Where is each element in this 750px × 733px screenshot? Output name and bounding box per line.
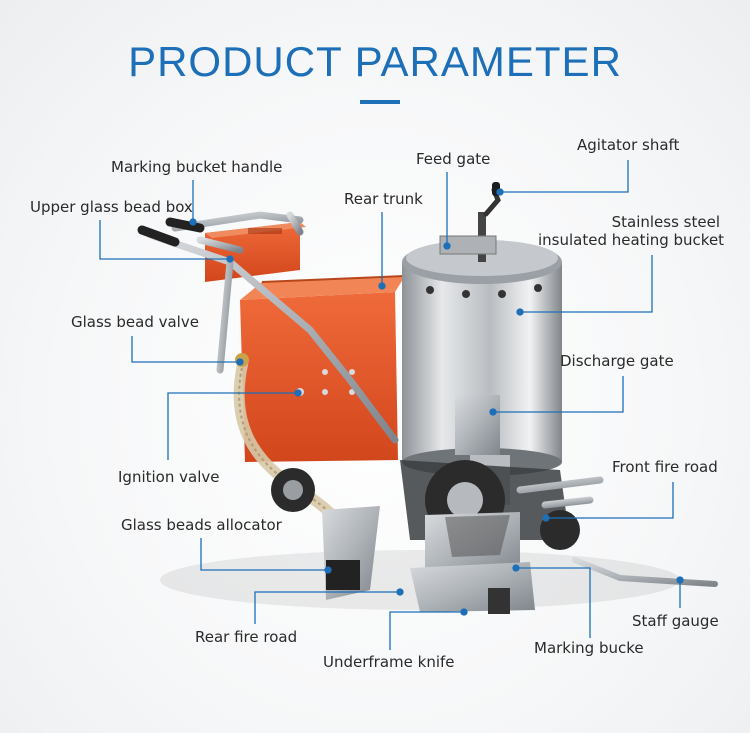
leader-agitator-shaft <box>502 160 629 193</box>
leader-lines <box>99 160 684 650</box>
leader-rear-fire-road <box>254 591 398 624</box>
label-feed-gate: Feed gate <box>416 150 491 168</box>
leader-heating-bucket <box>522 255 653 313</box>
glass-beads-allocator <box>322 506 380 600</box>
label-underframe-knife: Underframe knife <box>323 653 455 671</box>
label-heating-bucket-line1: Stainless steel <box>611 213 720 231</box>
upper-glass-bead-box <box>205 222 306 282</box>
label-heating-bucket-line2: insulated heating bucket <box>538 231 725 249</box>
handle-grip-black <box>137 225 180 247</box>
leader-ignition-valve <box>167 392 296 460</box>
rear-trunk <box>240 275 406 462</box>
label-marking-bucket-handle: Marking bucket handle <box>111 158 283 176</box>
label-glass-beads-allocator: Glass beads allocator <box>121 516 282 534</box>
label-ignition-valve: Ignition valve <box>118 468 220 486</box>
label-rear-trunk: Rear trunk <box>344 190 423 208</box>
label-marking-bucke: Marking bucke <box>534 639 644 657</box>
leader-glass-beads-allocator <box>200 538 326 571</box>
label-glass-bead-valve: Glass bead valve <box>71 313 199 331</box>
staff-gauge-rod <box>572 557 718 587</box>
handle-frame <box>146 211 399 444</box>
label-staff-gauge: Staff gauge <box>632 612 719 630</box>
label-rear-fire-road: Rear fire road <box>195 628 298 646</box>
marking-bucket <box>410 512 535 614</box>
page-title: PRODUCT PARAMETER <box>128 38 622 85</box>
label-upper-glass-bead-box: Upper glass bead box <box>30 198 193 216</box>
leader-discharge-gate <box>495 376 624 413</box>
leader-marking-bucke <box>518 567 591 638</box>
leader-glass-bead-valve <box>131 336 238 363</box>
front-fire-road <box>516 476 604 509</box>
leader-underframe-knife <box>389 611 462 650</box>
feed-gate <box>439 235 497 255</box>
label-discharge-gate: Discharge gate <box>560 352 674 370</box>
label-agitator-shaft: Agitator shaft <box>577 136 680 154</box>
leader-front-fire-road <box>548 482 674 519</box>
handle-grip-black-2 <box>165 217 205 233</box>
label-front-fire-road: Front fire road <box>612 458 718 476</box>
label-heating-bucket: Stainless steel insulated heating bucket <box>538 213 725 249</box>
title-underline <box>360 100 400 104</box>
leader-upper-glass-bead-box <box>99 220 228 260</box>
